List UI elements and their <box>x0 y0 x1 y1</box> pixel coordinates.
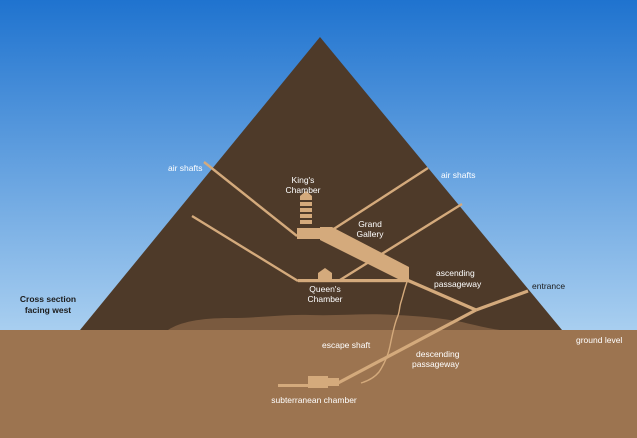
relieving-chamber-2 <box>300 202 312 206</box>
label-ascending-passageway-line1: ascending <box>436 268 475 278</box>
descending-passageway <box>337 308 477 385</box>
kings-air-shaft-left <box>203 161 298 237</box>
subterranean-chamber <box>278 376 339 388</box>
label-descending-passageway-line2: passageway <box>412 359 460 369</box>
label-cross-section-line1: Cross section <box>20 294 76 304</box>
label-grand-gallery-line2: Gallery <box>357 229 385 239</box>
relieving-chamber-roof <box>300 191 312 196</box>
subterranean-room <box>308 376 328 388</box>
pyramid-body <box>80 37 562 330</box>
label-ascending-passageway-line2: passageway <box>434 279 482 289</box>
label-ground-level: ground level <box>576 335 622 345</box>
relieving-chamber-5 <box>300 220 312 224</box>
label-kings-chamber-line2: Chamber <box>286 185 321 195</box>
queens-horizontal-passage <box>298 279 409 283</box>
subterranean-pit <box>327 378 339 386</box>
label-air-shafts-right: air shafts <box>441 170 476 180</box>
relieving-chamber-3 <box>300 208 312 212</box>
label-kings-chamber-line1: King's <box>292 175 315 185</box>
label-subterranean-chamber: subterranean chamber <box>271 395 357 405</box>
label-descending-passageway-line1: descending <box>416 349 460 359</box>
relieving-chamber-4 <box>300 214 312 218</box>
queens-chamber-room <box>318 268 332 281</box>
grand-gallery <box>320 227 409 280</box>
label-grand-gallery-line1: Grand <box>358 219 382 229</box>
subterranean-dead-end <box>278 384 310 387</box>
queens-air-shaft-right <box>339 202 463 282</box>
relieving-chamber-1 <box>300 196 312 200</box>
labels: air shafts air shafts King's Chamber Gra… <box>20 163 623 405</box>
queens-chamber <box>298 268 409 283</box>
kings-air-shaft-right <box>325 166 429 236</box>
entrance-passage <box>475 289 529 312</box>
label-cross-section-line2: facing west <box>25 305 71 315</box>
queens-air-shaft-left <box>191 214 299 283</box>
antechamber <box>312 231 324 239</box>
label-queens-chamber-line1: Queen's <box>309 284 340 294</box>
escape-shaft <box>360 281 408 384</box>
air-shafts <box>191 161 463 283</box>
label-queens-chamber-line2: Chamber <box>308 294 343 304</box>
kings-chamber-room <box>297 228 321 239</box>
label-entrance: entrance <box>532 281 565 291</box>
label-escape-shaft: escape shaft <box>322 340 371 350</box>
ascending-passageway <box>406 278 477 312</box>
kings-chamber <box>297 191 324 239</box>
bedrock-mound <box>168 314 500 330</box>
label-air-shafts-left: air shafts <box>168 163 203 173</box>
